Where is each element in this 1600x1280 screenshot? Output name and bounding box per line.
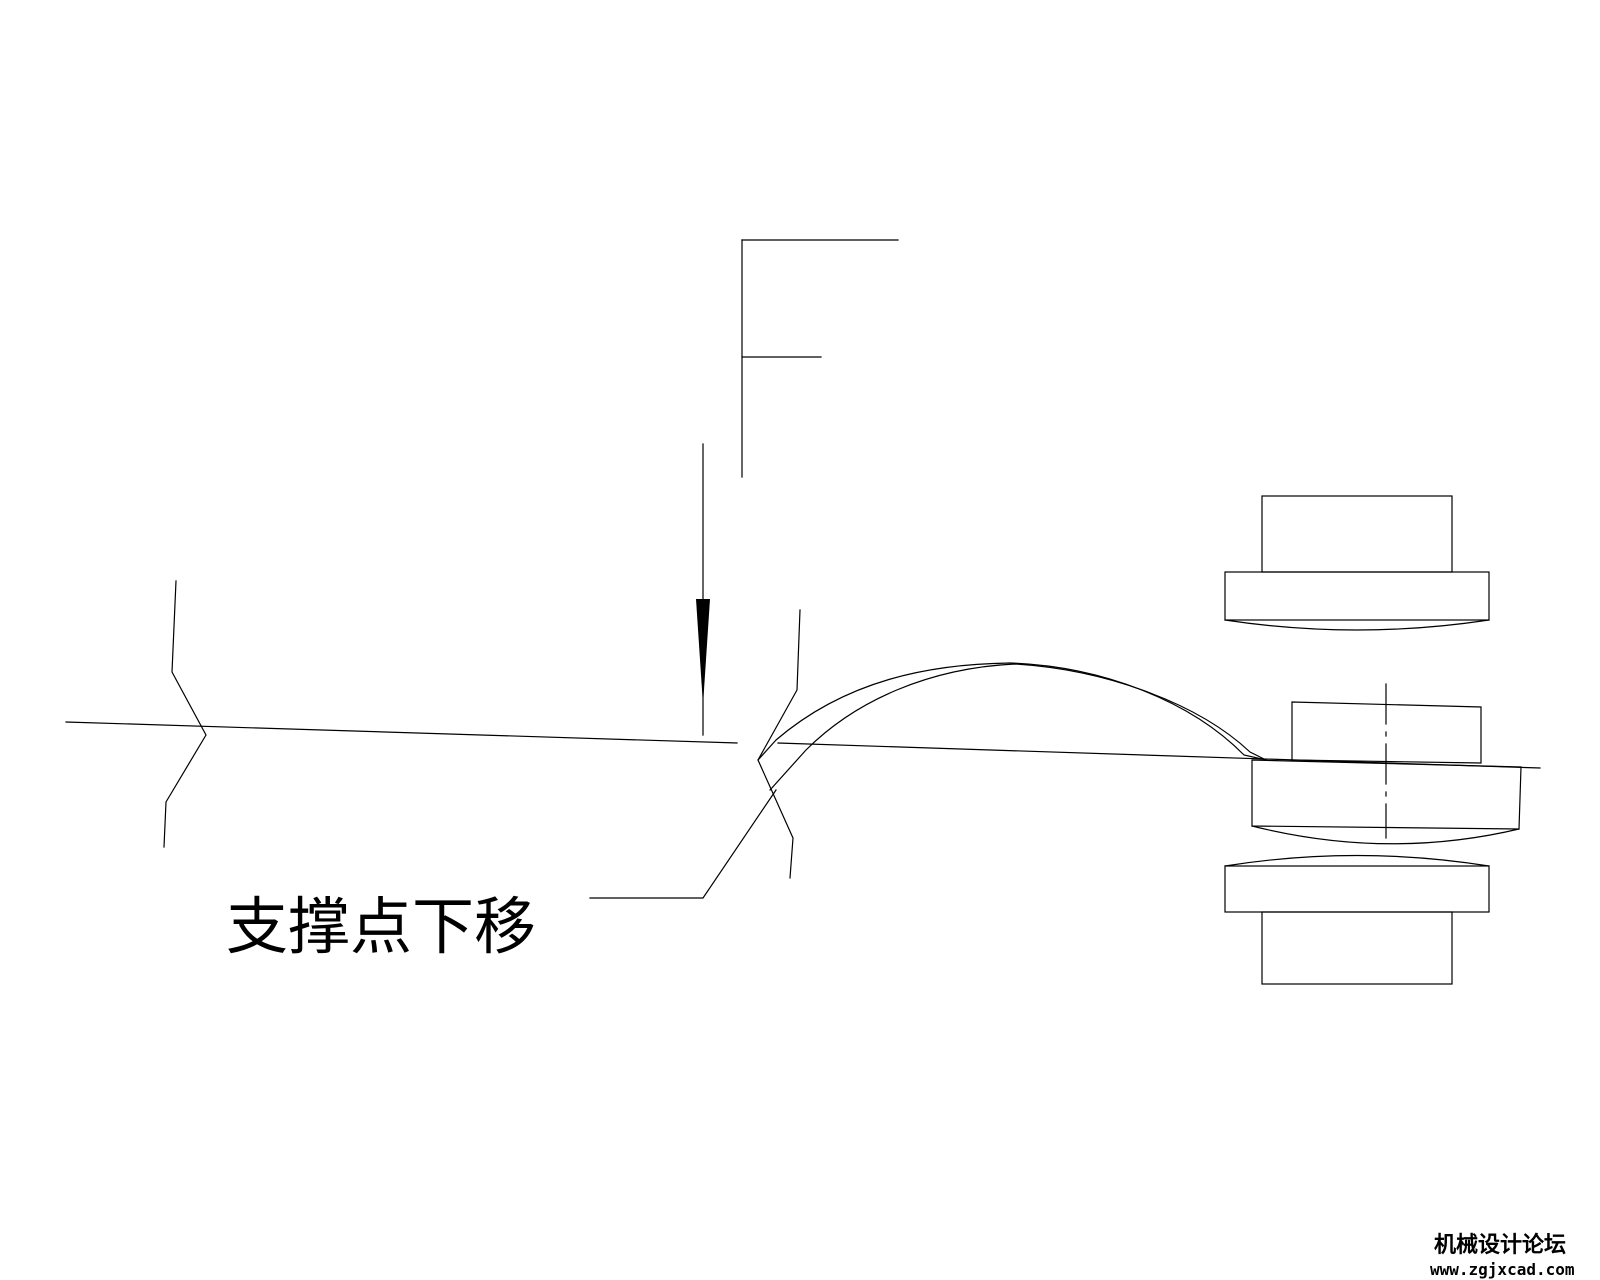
top-roller [1224,495,1490,631]
watermark-url: www.zgjxcad.com [1430,1260,1575,1279]
watermark: 机械设计论坛 www.zgjxcad.com [1430,1232,1575,1279]
beam-reference-line [65,721,1541,769]
middle-roller [1251,683,1522,845]
label-leader-line [589,789,777,899]
force-arrow [696,443,710,736]
arrow-head [696,599,710,705]
force-label-F [741,239,899,478]
support-point-label: 支撑点下移 [226,890,536,963]
bottom-roller [1224,854,1490,985]
deflected-strip [757,662,1267,791]
left-break-symbol [163,580,207,848]
watermark-site-name: 机械设计论坛 [1434,1232,1566,1258]
